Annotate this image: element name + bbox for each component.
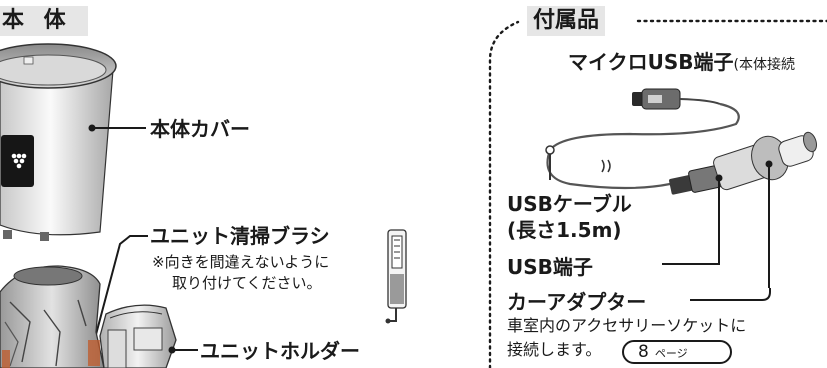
brush-label: ユニット清掃ブラシ: [150, 224, 330, 248]
brush-note-line1: ※向きを間違えないように: [152, 253, 330, 271]
car-adapter-note-line2: 接続します。: [507, 340, 602, 359]
holder-illustration: [99, 304, 177, 368]
car-adapter-label: カーアダプター: [507, 290, 647, 314]
accessories-dotted-frame: [488, 19, 827, 368]
usb-cable-label-line1: USBケーブル: [507, 192, 632, 216]
car-adapter-note-line1: 車室内のアクセサリーソケットに: [507, 316, 747, 335]
car-adapter-leader-line: [690, 288, 771, 301]
unit-illustration: [0, 265, 105, 368]
micro-usb-label-group: マイクロUSB端子(本体接続: [568, 50, 795, 74]
usb-cable-label-line2: (長さ1.5m): [507, 218, 622, 242]
main-body-cover-illustration: [0, 43, 117, 241]
section-title-main-body: 本 体: [0, 6, 88, 36]
usb-cable-illustration: [545, 88, 817, 288]
section-title-accessories: 付属品: [527, 6, 606, 36]
brush-note-line2: 取り付けてください。: [172, 274, 322, 292]
micro-usb-label: マイクロUSB端子: [568, 50, 734, 74]
page-reference-badge[interactable]: 8 ページ: [622, 340, 732, 364]
usb-terminal-label: USB端子: [507, 255, 593, 279]
brush-illustration: [385, 229, 407, 324]
page-reference-unit: ページ: [654, 347, 688, 360]
holder-label: ユニットホルダー: [200, 339, 360, 363]
holder-leader-line: [168, 346, 198, 354]
micro-usb-note: (本体接続: [733, 57, 795, 73]
cover-leader-line: [88, 124, 146, 132]
cover-label: 本体カバー: [150, 117, 250, 141]
page-reference-number: 8: [638, 342, 649, 362]
